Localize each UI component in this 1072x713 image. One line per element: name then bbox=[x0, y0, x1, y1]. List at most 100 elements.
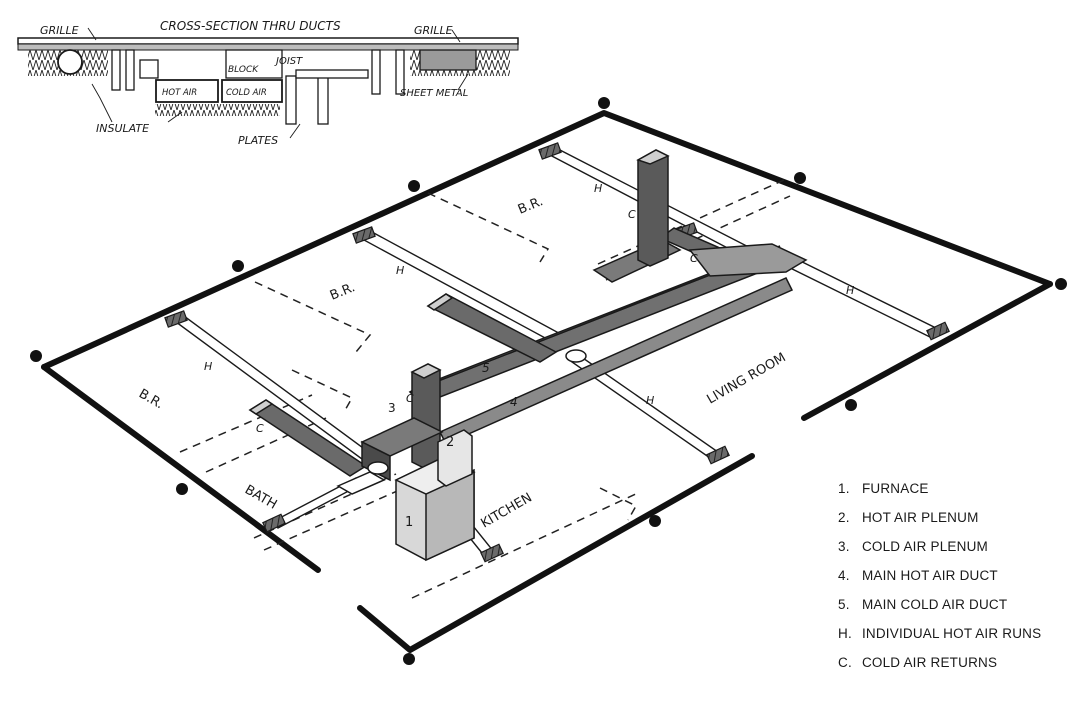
legend-text: COLD AIR PLENUM bbox=[861, 539, 988, 554]
legend-key: 5. bbox=[838, 597, 850, 612]
sheet-metal-duct bbox=[419, 49, 477, 71]
mark-h: H bbox=[204, 360, 212, 373]
duct-junction bbox=[688, 243, 808, 277]
room-label-bath: BATH bbox=[242, 482, 279, 512]
furnace-assembly bbox=[336, 349, 587, 562]
legend-key: 1. bbox=[838, 481, 850, 496]
cold-air-risers bbox=[410, 149, 670, 469]
leader-line bbox=[87, 27, 97, 41]
joist bbox=[285, 75, 297, 125]
room-label-living-room: LIVING ROOM bbox=[705, 350, 789, 407]
legend-text: INDIVIDUAL HOT AIR RUNS bbox=[861, 626, 1042, 641]
cold-air-return-top bbox=[248, 399, 274, 415]
legend-item: 3. COLD AIR PLENUM bbox=[838, 536, 1041, 565]
joist bbox=[395, 49, 405, 95]
inset-block-label: BLOCK bbox=[228, 65, 259, 75]
legend-key: C. bbox=[838, 655, 852, 670]
duct-fitting bbox=[336, 471, 386, 495]
column-dots bbox=[30, 97, 1067, 665]
legend-item: 5. MAIN COLD AIR DUCT bbox=[838, 594, 1041, 623]
mark-5-main-cold-air-duct: 5 bbox=[482, 361, 490, 375]
inset-joist-label: JOIST bbox=[274, 56, 303, 67]
mark-h: H bbox=[846, 284, 854, 297]
hot-air-plenum bbox=[437, 429, 473, 487]
cold-air-riser bbox=[637, 149, 669, 267]
leader-line bbox=[91, 83, 113, 123]
insulation-under-duct bbox=[155, 104, 280, 116]
register bbox=[706, 445, 730, 465]
inset-hot-air-label: HOT AIR bbox=[162, 88, 197, 98]
exterior-wall-kitchen-front bbox=[357, 453, 755, 653]
mark-4-main-hot-air-duct: 4 bbox=[510, 395, 518, 409]
legend-key: 3. bbox=[838, 539, 850, 554]
legend-item: 1. FURNACE bbox=[838, 478, 1041, 507]
inset-plates-label: PLATES bbox=[238, 134, 278, 147]
round-duct bbox=[57, 49, 83, 75]
inset-sheet-metal-label: SHEET METAL bbox=[400, 88, 468, 99]
cold-air-return-top bbox=[426, 293, 454, 311]
inset-insulate-label: INSULATE bbox=[96, 122, 149, 135]
main-ducts bbox=[248, 227, 808, 477]
hot-air-runs bbox=[174, 147, 942, 559]
room-label-br-middle: B.R. bbox=[328, 280, 358, 304]
joist bbox=[111, 49, 121, 91]
inset-grille-left-label: GRILLE bbox=[40, 24, 79, 37]
register bbox=[164, 310, 188, 328]
hot-air-duct-section bbox=[155, 79, 219, 103]
cold-air-riser bbox=[411, 363, 441, 469]
plate bbox=[295, 69, 369, 79]
cold-air-duct-section bbox=[221, 79, 283, 103]
legend-text: FURNACE bbox=[861, 481, 929, 496]
cross-section-inset: GRILLE CROSS-SECTION THRU DUCTS GRILLE B… bbox=[17, 19, 519, 147]
register bbox=[262, 513, 286, 533]
legend-item: 4. MAIN HOT AIR DUCT bbox=[838, 565, 1041, 594]
room-label-br-left: B.R. bbox=[136, 386, 166, 412]
joist-block bbox=[225, 49, 283, 79]
register bbox=[480, 543, 504, 563]
leader-line bbox=[457, 73, 469, 91]
registers bbox=[164, 142, 950, 563]
mark-h: H bbox=[646, 394, 654, 407]
leader-line bbox=[289, 123, 301, 139]
legend-key: 4. bbox=[838, 568, 850, 583]
mark-c: C bbox=[256, 422, 264, 435]
mark-3-cold-air-plenum: 3 bbox=[388, 401, 396, 415]
leader-line bbox=[167, 111, 183, 123]
register bbox=[538, 142, 562, 160]
mark-h: H bbox=[594, 182, 602, 195]
hot-air-run bbox=[362, 231, 570, 347]
mark-2-hot-air-plenum: 2 bbox=[446, 435, 454, 450]
block bbox=[139, 59, 159, 79]
mark-c: C bbox=[690, 252, 698, 265]
legend-item: 2. HOT AIR PLENUM bbox=[838, 507, 1041, 536]
legend-item: C. COLD AIR RETURNS bbox=[838, 652, 1041, 681]
leader-line bbox=[451, 29, 461, 43]
mark-c: C bbox=[628, 208, 636, 221]
cold-air-riser-top bbox=[636, 149, 670, 165]
cold-air-riser-top bbox=[410, 363, 442, 379]
exterior-wall-left-front bbox=[41, 364, 321, 573]
legend-text: HOT AIR PLENUM bbox=[861, 510, 979, 525]
room-label-br-top: B.R. bbox=[516, 194, 546, 218]
inset-grille-right-label: GRILLE bbox=[414, 24, 453, 37]
duct-fitting bbox=[367, 461, 389, 475]
joist bbox=[317, 75, 329, 125]
joist bbox=[125, 49, 135, 91]
mark-h: H bbox=[396, 264, 404, 277]
mark-1-furnace: 1 bbox=[405, 515, 413, 530]
duct-fitting bbox=[565, 349, 587, 363]
mark-c: C bbox=[406, 392, 414, 405]
legend-text: MAIN HOT AIR DUCT bbox=[861, 568, 998, 583]
register bbox=[926, 321, 950, 341]
inset-cold-air-label: COLD AIR bbox=[226, 88, 267, 98]
floor-board-sub bbox=[17, 43, 519, 51]
legend-key: H. bbox=[838, 626, 852, 641]
floor-board-top bbox=[17, 37, 519, 45]
exterior-wall-back bbox=[41, 110, 1053, 370]
legend-item: H. INDIVIDUAL HOT AIR RUNS bbox=[838, 623, 1041, 652]
house-outline bbox=[41, 110, 1053, 653]
legend-text: COLD AIR RETURNS bbox=[861, 655, 998, 670]
